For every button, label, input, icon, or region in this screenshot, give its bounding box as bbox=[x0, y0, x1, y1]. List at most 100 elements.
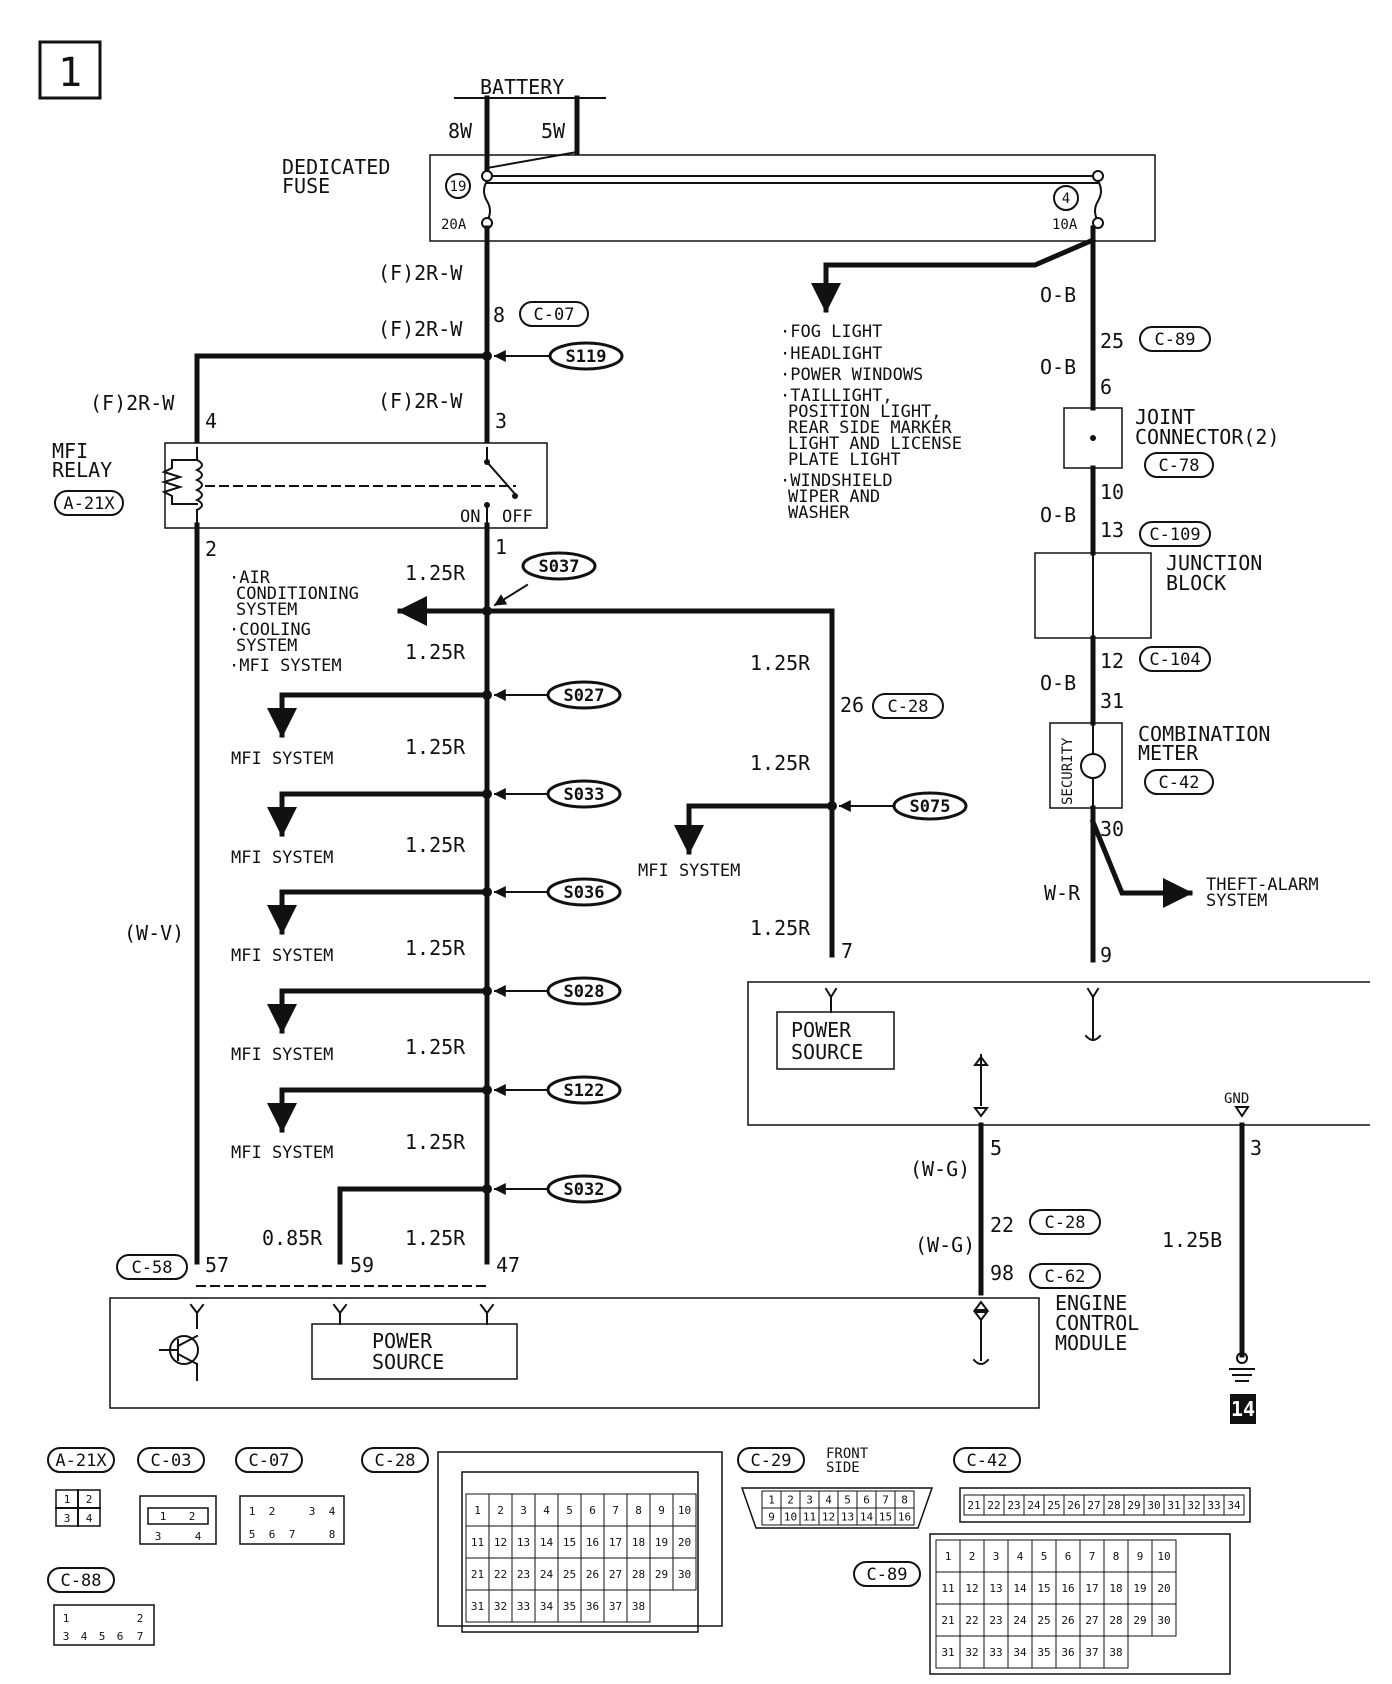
connector-c07: C-07 1 2 3 4 5 6 7 8 bbox=[235, 1447, 345, 1545]
svg-text:COMBINATION: COMBINATION bbox=[1138, 722, 1270, 746]
connector-pin-label: 5 bbox=[566, 1504, 573, 1517]
connector-pin-label: 4 bbox=[825, 1494, 832, 1507]
connector-pin-label: 23 bbox=[1007, 1499, 1020, 1512]
svg-text:4: 4 bbox=[1062, 191, 1070, 207]
svg-text:MFI: MFI bbox=[52, 439, 88, 463]
ground: 3 1.25B 14 bbox=[1162, 1122, 1262, 1424]
svg-text:6: 6 bbox=[269, 1528, 276, 1541]
connector-pin-label: 19 bbox=[1133, 1582, 1146, 1595]
connector-pin-label: 34 bbox=[540, 1600, 554, 1613]
svg-text:FRONT: FRONT bbox=[826, 1446, 869, 1462]
svg-text:POSITION LIGHT,: POSITION LIGHT, bbox=[788, 402, 942, 422]
svg-text:LIGHT AND LICENSE: LIGHT AND LICENSE bbox=[788, 434, 962, 454]
svg-text:·POWER WINDOWS: ·POWER WINDOWS bbox=[780, 365, 923, 385]
meter-power-branch: 1.25R 26 C-28 1.25R S075 MFI SYSTEM 1.25… bbox=[638, 608, 968, 963]
connector-pin-label: 27 bbox=[609, 1568, 622, 1581]
svg-text:5: 5 bbox=[249, 1528, 256, 1541]
connector-pin-label: 15 bbox=[879, 1511, 892, 1524]
svg-text:4: 4 bbox=[81, 1630, 88, 1643]
svg-text:SOURCE: SOURCE bbox=[791, 1040, 863, 1064]
svg-text:C-42: C-42 bbox=[1159, 773, 1200, 793]
svg-text:SYSTEM: SYSTEM bbox=[236, 600, 297, 620]
svg-text:S032: S032 bbox=[564, 1180, 605, 1200]
svg-text:C-78: C-78 bbox=[1159, 456, 1200, 476]
connector-pin-label: 24 bbox=[540, 1568, 554, 1581]
connector-pin-label: 2 bbox=[497, 1504, 504, 1517]
connector-pin-label: 16 bbox=[898, 1511, 911, 1524]
connector-pin-label: 13 bbox=[841, 1511, 854, 1524]
svg-text:1.25R: 1.25R bbox=[750, 916, 811, 940]
connector-pin-label: 13 bbox=[517, 1536, 530, 1549]
svg-text:2: 2 bbox=[269, 1505, 276, 1518]
svg-text:4: 4 bbox=[195, 1530, 202, 1543]
connector-pin-label: 8 bbox=[1113, 1550, 1120, 1563]
svg-text:57: 57 bbox=[205, 1253, 229, 1277]
connector-pin-label: 36 bbox=[1061, 1646, 1074, 1659]
svg-text:20A: 20A bbox=[441, 217, 467, 233]
svg-text:1.25R: 1.25R bbox=[405, 1130, 466, 1154]
svg-text:22: 22 bbox=[990, 1213, 1014, 1237]
svg-text:ENGINE: ENGINE bbox=[1055, 1291, 1127, 1315]
connector-pin-label: 11 bbox=[471, 1536, 484, 1549]
connector-pin-label: 22 bbox=[494, 1568, 507, 1581]
svg-text:19: 19 bbox=[450, 179, 467, 195]
svg-text:BATTERY: BATTERY bbox=[480, 75, 564, 99]
svg-text:C-89: C-89 bbox=[1155, 330, 1196, 350]
connector-pin-label: 26 bbox=[1061, 1614, 1074, 1627]
connector-pin-label: 23 bbox=[517, 1568, 530, 1581]
svg-text:C-89: C-89 bbox=[867, 1565, 908, 1585]
connector-pin-label: 3 bbox=[993, 1550, 1000, 1563]
svg-text:1: 1 bbox=[495, 535, 507, 559]
connector-pin-label: 31 bbox=[941, 1646, 954, 1659]
svg-text:7: 7 bbox=[137, 1630, 144, 1643]
connector-pin-label: 38 bbox=[1109, 1646, 1122, 1659]
svg-text:REAR SIDE MARKER: REAR SIDE MARKER bbox=[788, 418, 953, 438]
connector-pin bbox=[626, 1589, 651, 1623]
svg-text:30: 30 bbox=[1100, 817, 1124, 841]
connector-pin bbox=[894, 1507, 915, 1526]
connector-pin bbox=[1223, 1494, 1245, 1516]
connector-c88: C-88 1 2 3 4 5 6 7 bbox=[47, 1567, 155, 1646]
connector-pin-label: 32 bbox=[965, 1646, 978, 1659]
svg-text:MFI SYSTEM: MFI SYSTEM bbox=[231, 749, 333, 769]
connector-pin-label: 25 bbox=[1047, 1499, 1060, 1512]
svg-text:THEFT-ALARM: THEFT-ALARM bbox=[1206, 875, 1319, 895]
connector-pin-label: 15 bbox=[1037, 1582, 1050, 1595]
svg-text:A-21X: A-21X bbox=[55, 1451, 107, 1471]
svg-text:O-B: O-B bbox=[1040, 503, 1076, 527]
svg-text:SYSTEM: SYSTEM bbox=[236, 636, 297, 656]
svg-text:3: 3 bbox=[64, 1512, 71, 1525]
connector-pin-label: 3 bbox=[520, 1504, 527, 1517]
svg-text:1.25R: 1.25R bbox=[750, 651, 811, 675]
connector-pin-label: 21 bbox=[967, 1499, 980, 1512]
connector-pin-label: 30 bbox=[1147, 1499, 1160, 1512]
svg-text:FUSE: FUSE bbox=[282, 174, 330, 198]
connector-pin-label: 27 bbox=[1085, 1614, 1098, 1627]
svg-text:1: 1 bbox=[64, 1493, 71, 1506]
connector-pin-label: 7 bbox=[612, 1504, 619, 1517]
svg-text:8: 8 bbox=[329, 1528, 336, 1541]
connector-pin-label: 4 bbox=[543, 1504, 550, 1517]
svg-text:6: 6 bbox=[117, 1630, 124, 1643]
svg-text:C-109: C-109 bbox=[1149, 525, 1200, 545]
svg-text:14: 14 bbox=[1231, 1397, 1255, 1421]
connector-pin-label: 35 bbox=[1037, 1646, 1050, 1659]
connector-pin-label: 1 bbox=[474, 1504, 481, 1517]
connector-pin-label: 33 bbox=[989, 1646, 1002, 1659]
connector-pin-label: 32 bbox=[1187, 1499, 1200, 1512]
splice-trunk: 1.25R S037 ·AIR CONDITIONING SYSTEM ·COO… bbox=[229, 522, 835, 1265]
connector-pin bbox=[1151, 1603, 1177, 1637]
connector-pin-label: 26 bbox=[1067, 1499, 1080, 1512]
connector-pin-label: 33 bbox=[517, 1600, 530, 1613]
svg-text:S037: S037 bbox=[539, 557, 580, 577]
svg-text:ON: ON bbox=[460, 507, 480, 527]
connector-pin-label: 7 bbox=[882, 1494, 889, 1507]
connector-pin-label: 14 bbox=[540, 1536, 554, 1549]
svg-text:MFI SYSTEM: MFI SYSTEM bbox=[231, 1143, 333, 1163]
connector-pin-label: 7 bbox=[1089, 1550, 1096, 1563]
connector-pin-label: 18 bbox=[1109, 1582, 1122, 1595]
